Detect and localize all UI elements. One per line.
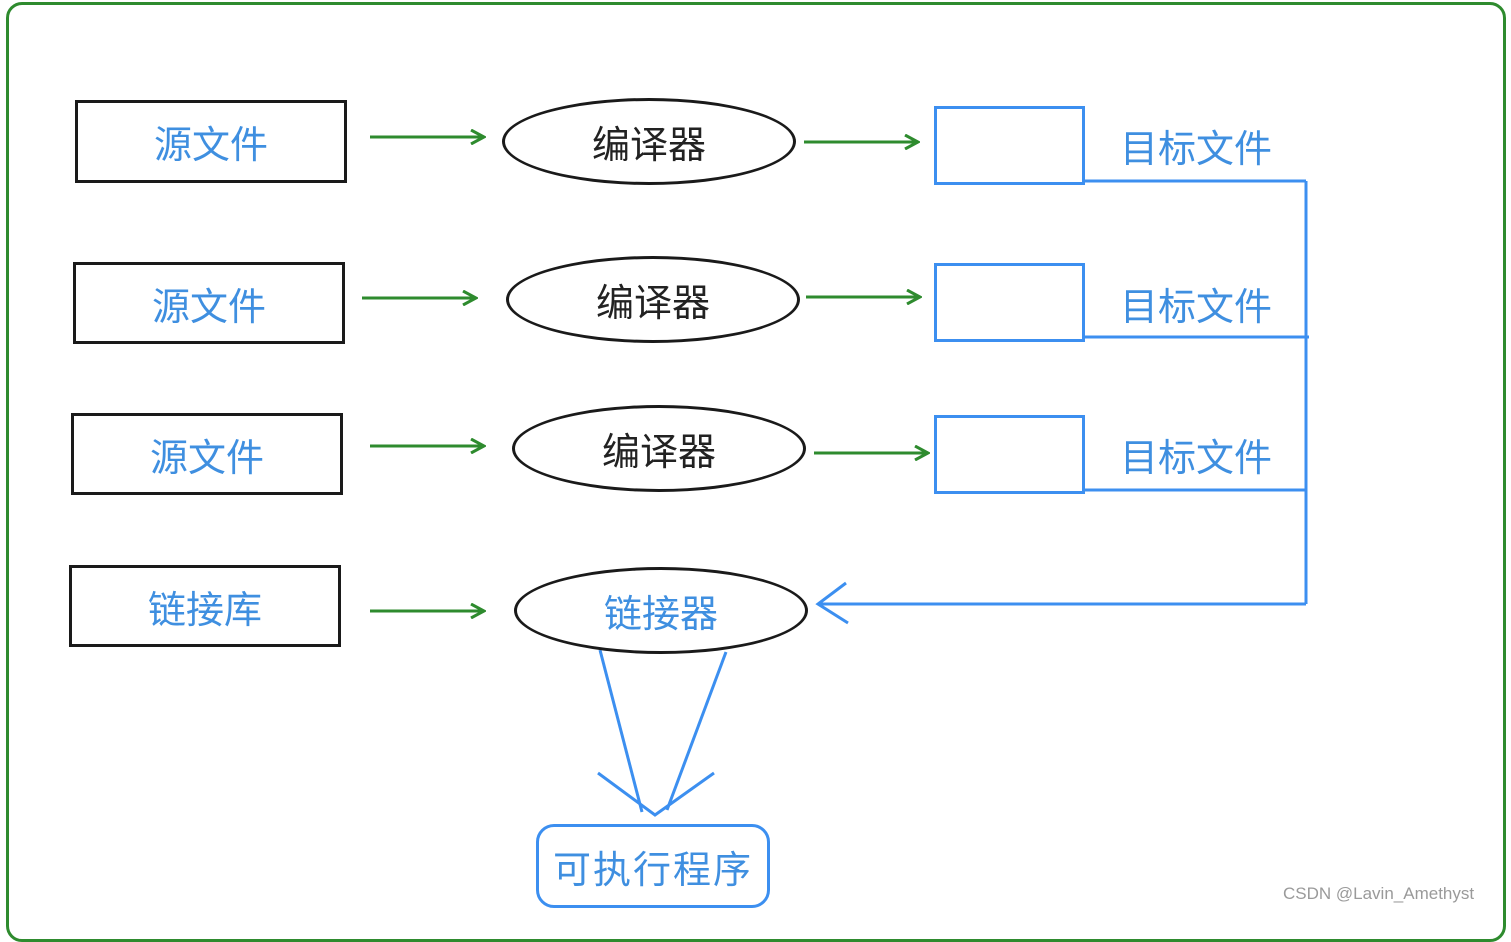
source-file-box-1: 源文件 [75,100,347,183]
compiler-ellipse-1: 编译器 [502,98,796,185]
source-file-box-3: 源文件 [71,413,343,495]
compiler-ellipse-3: 编译器 [512,405,806,492]
object-collector-lines [815,179,1309,625]
library-box: 链接库 [69,565,341,647]
source-file-box-2: 源文件 [73,262,345,344]
compiler-ellipse-2: 编译器 [506,256,800,343]
executable-box: 可执行程序 [536,824,770,908]
compiler-label-1: 编译器 [591,123,706,167]
object-file-label-3: 目标文件 [1120,436,1273,480]
source-file-label-3: 源文件 [149,435,264,480]
object-file-label-1: 目标文件 [1120,127,1273,171]
diagram-canvas: 源文件 源文件 源文件 链接库 编译器 编译器 编译器 链接器 目标文件 目标文… [6,2,1506,942]
linker-label: 链接器 [603,592,718,636]
executable-label: 可执行程序 [552,847,753,892]
object-file-box-2 [934,263,1085,342]
object-file-label-2: 目标文件 [1120,285,1273,329]
linker-to-executable-arrows [597,649,728,817]
watermark: CSDN @Lavin_Amethyst [1283,884,1475,903]
source-file-label-1: 源文件 [153,123,268,167]
object-file-box-3 [934,415,1085,494]
library-label: 链接库 [147,587,262,632]
source-file-label-2: 源文件 [151,284,266,329]
compiler-label-2: 编译器 [595,281,710,325]
object-file-box-1 [934,106,1085,185]
compiler-label-3: 编译器 [601,430,716,474]
linker-ellipse: 链接器 [514,567,808,654]
